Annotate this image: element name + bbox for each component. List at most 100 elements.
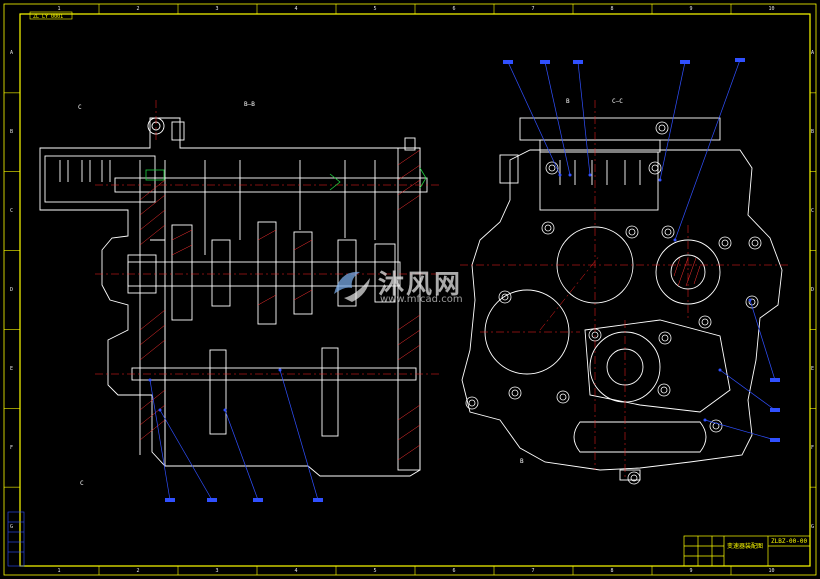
zone-number-bottom: 5: [373, 568, 377, 574]
right-section-marker-bottom: B: [520, 458, 524, 465]
right-section-view: [461, 117, 783, 481]
right-leader: [544, 61, 571, 176]
bolt-hole: [625, 225, 639, 239]
counter-gear-a: [209, 349, 227, 435]
left-view-label: B—B: [244, 101, 255, 108]
zone-number-bottom: 3: [215, 568, 219, 574]
zone-letter-right: D: [811, 287, 815, 293]
zone-number-top: 8: [610, 6, 614, 12]
drawing-outer-border: [3, 3, 817, 576]
zone-number-top: 9: [689, 6, 693, 12]
zone-number-top: 4: [294, 6, 298, 12]
shift-tower: [539, 151, 659, 211]
right-view-label: C—C: [612, 98, 623, 105]
bolt-hole: [718, 236, 732, 250]
right-balloon: [735, 58, 745, 62]
zone-letter-right: E: [811, 365, 815, 372]
counter-gear-b: [321, 347, 339, 437]
right-leader: [507, 61, 561, 176]
left-section-marker-bottom: C: [80, 480, 84, 487]
green-seals: [145, 167, 427, 191]
zone-ticks: [4, 4, 816, 575]
zone-letter-left: G: [10, 523, 14, 530]
right-balloon: [503, 60, 513, 64]
revision-block: [7, 511, 25, 567]
shift-forks: [59, 160, 111, 182]
zone-number-bottom: 4: [294, 568, 298, 574]
zone-number-bottom: 7: [531, 568, 535, 574]
left-balloon: [207, 498, 217, 502]
zone-number-bottom: 1: [57, 568, 61, 574]
zone-number-bottom: 10: [768, 568, 775, 574]
bolt-hole: [545, 161, 559, 175]
left-balloon: [165, 498, 175, 502]
bolt-hole: [745, 295, 759, 309]
right-leader: [659, 61, 686, 181]
gear-1: [171, 224, 193, 321]
bolt-hole: [648, 161, 662, 175]
output-bore: [655, 239, 721, 305]
watermark-url: www.mfcad.com: [380, 294, 463, 305]
bolt-hole: [709, 419, 723, 433]
right-leader: [577, 61, 591, 176]
zone-number-top: 3: [215, 6, 219, 12]
title-stamp: ZL LY 0001: [33, 14, 63, 20]
watermark-logo: [334, 271, 370, 302]
bolt-hole: [748, 236, 762, 250]
inner-rib: [584, 319, 731, 413]
left-leaders: [148, 368, 323, 502]
right-view-centerlines: [460, 100, 790, 480]
zone-number-bottom: 2: [136, 568, 140, 574]
left-view-hatching: [139, 149, 421, 461]
zone-number-bottom: 6: [452, 568, 456, 574]
drawing-name: 变速器装配图: [727, 543, 764, 550]
right-balloon: [540, 60, 550, 64]
right-leaders: [503, 58, 780, 442]
left-leader: [279, 369, 319, 501]
right-balloon: [770, 378, 780, 382]
right-view-hatching: [673, 257, 701, 287]
zone-letter-left: F: [10, 444, 14, 451]
bolt-hole: [658, 331, 672, 345]
right-end-wall: [397, 147, 421, 471]
bolt-hole: [541, 221, 555, 235]
zone-letter-left: E: [10, 365, 14, 372]
left-leader: [149, 379, 171, 501]
breather: [171, 121, 185, 141]
watermark-main: 沐风网: [378, 270, 463, 300]
title-stamp-box: [29, 11, 73, 20]
bolt-hole: [661, 225, 675, 239]
bolt-hole: [657, 383, 671, 397]
top-cover: [519, 117, 721, 141]
right-balloon: [770, 408, 780, 412]
drawing-code: ZLBZ-00-00: [771, 538, 808, 545]
right-balloon: [770, 438, 780, 442]
zone-number-bottom: 8: [610, 568, 614, 574]
zone-number-top: 10: [768, 6, 775, 12]
zone-letter-right: B: [811, 129, 815, 136]
right-balloon: [573, 60, 583, 64]
zone-letter-left: A: [10, 50, 14, 57]
bearing-right: [374, 243, 396, 303]
right-housing-outline: [461, 149, 783, 471]
right-leader: [749, 299, 776, 381]
bolt-hole: [698, 315, 712, 329]
left-housing-outline: [39, 117, 421, 477]
zone-number-top: 1: [57, 6, 61, 12]
drain-plug: [619, 469, 641, 481]
left-leader: [224, 409, 259, 501]
zone-letter-right: C: [811, 208, 815, 215]
gear-2: [211, 239, 231, 307]
left-view-centerlines: [95, 100, 440, 375]
left-leader: [159, 409, 213, 501]
zone-number-bottom: 9: [689, 568, 693, 574]
gear-3: [257, 221, 277, 325]
right-bolts: [465, 121, 762, 485]
watermark: 沐风网 www.mfcad.com: [330, 264, 490, 308]
right-leader: [704, 419, 776, 441]
side-lever: [499, 154, 519, 184]
zone-letter-left: B: [10, 129, 14, 136]
zone-number-top: 7: [531, 6, 535, 12]
bolt-hole: [465, 396, 479, 410]
